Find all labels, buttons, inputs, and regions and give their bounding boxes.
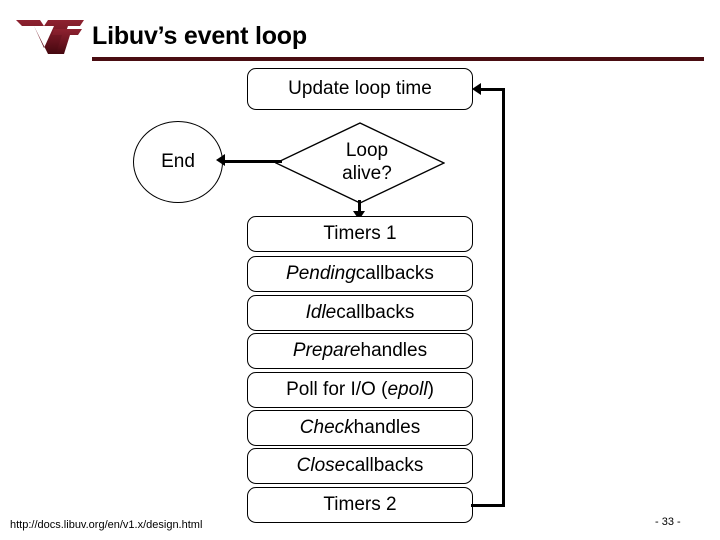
arrowhead-to-timers1-icon <box>353 211 365 220</box>
flow-node-suffix: ) <box>427 379 434 400</box>
flow-node-suffix: handles <box>353 417 421 438</box>
flow-node-update-loop-time[interactable]: Update loop time <box>247 68 473 110</box>
arrowhead-to-update-icon <box>472 83 481 95</box>
connector-loop-bottom <box>471 504 505 507</box>
page-title: Libuv’s event loop <box>92 22 307 50</box>
flow-node-label: End <box>161 151 195 172</box>
connector-decision-to-end <box>221 160 282 163</box>
flow-node-suffix: callbacks <box>336 302 415 323</box>
connector-loop-right <box>502 88 505 507</box>
flow-node-prefix: Poll for I/O ( <box>286 379 388 400</box>
arrowhead-to-end-icon <box>216 154 225 166</box>
flow-node-emphasis: epoll <box>387 379 428 400</box>
connector-loop-top <box>480 88 505 91</box>
flow-node-suffix: callbacks <box>345 455 424 476</box>
decision-label-line1: Loop <box>345 140 389 162</box>
flow-node-suffix: callbacks <box>355 263 434 284</box>
source-url[interactable]: http://docs.libuv.org/en/v1.x/design.htm… <box>10 519 203 531</box>
flow-node-label: Update loop time <box>288 78 432 99</box>
flow-node-idle-callbacks[interactable]: Idle callbacks <box>247 295 473 331</box>
vt-logo-icon <box>16 20 84 54</box>
flow-node-emphasis: Prepare <box>292 340 361 361</box>
flow-node-close-callbacks[interactable]: Close callbacks <box>247 448 473 484</box>
flow-node-label-group: Loop alive? <box>275 122 445 204</box>
page-number: - 33 - <box>655 516 681 528</box>
flow-node-timers-1[interactable]: Timers 1 <box>247 216 473 252</box>
connector-decision-to-timers1 <box>358 200 361 214</box>
decision-label-line2: alive? <box>342 163 392 184</box>
flow-node-poll-for-io[interactable]: Poll for I/O (epoll) <box>247 372 473 408</box>
flow-node-pending-callbacks[interactable]: Pending callbacks <box>247 256 473 292</box>
flow-node-loop-alive[interactable]: Loop alive? <box>275 122 445 204</box>
flow-node-timers-2[interactable]: Timers 2 <box>247 487 473 523</box>
flow-node-emphasis: Idle <box>305 302 337 323</box>
flow-node-suffix: Timers 2 <box>323 494 397 515</box>
flow-node-suffix: Timers 1 <box>323 223 397 244</box>
flow-node-end[interactable]: End <box>133 121 223 203</box>
flow-node-suffix: handles <box>360 340 428 361</box>
flow-node-emphasis: Check <box>299 417 354 438</box>
flow-node-emphasis: Close <box>296 455 346 476</box>
flow-node-check-handles[interactable]: Check handles <box>247 410 473 446</box>
flow-node-emphasis: Pending <box>286 263 356 284</box>
flow-node-prepare-handles[interactable]: Prepare handles <box>247 333 473 369</box>
title-divider <box>92 57 704 61</box>
